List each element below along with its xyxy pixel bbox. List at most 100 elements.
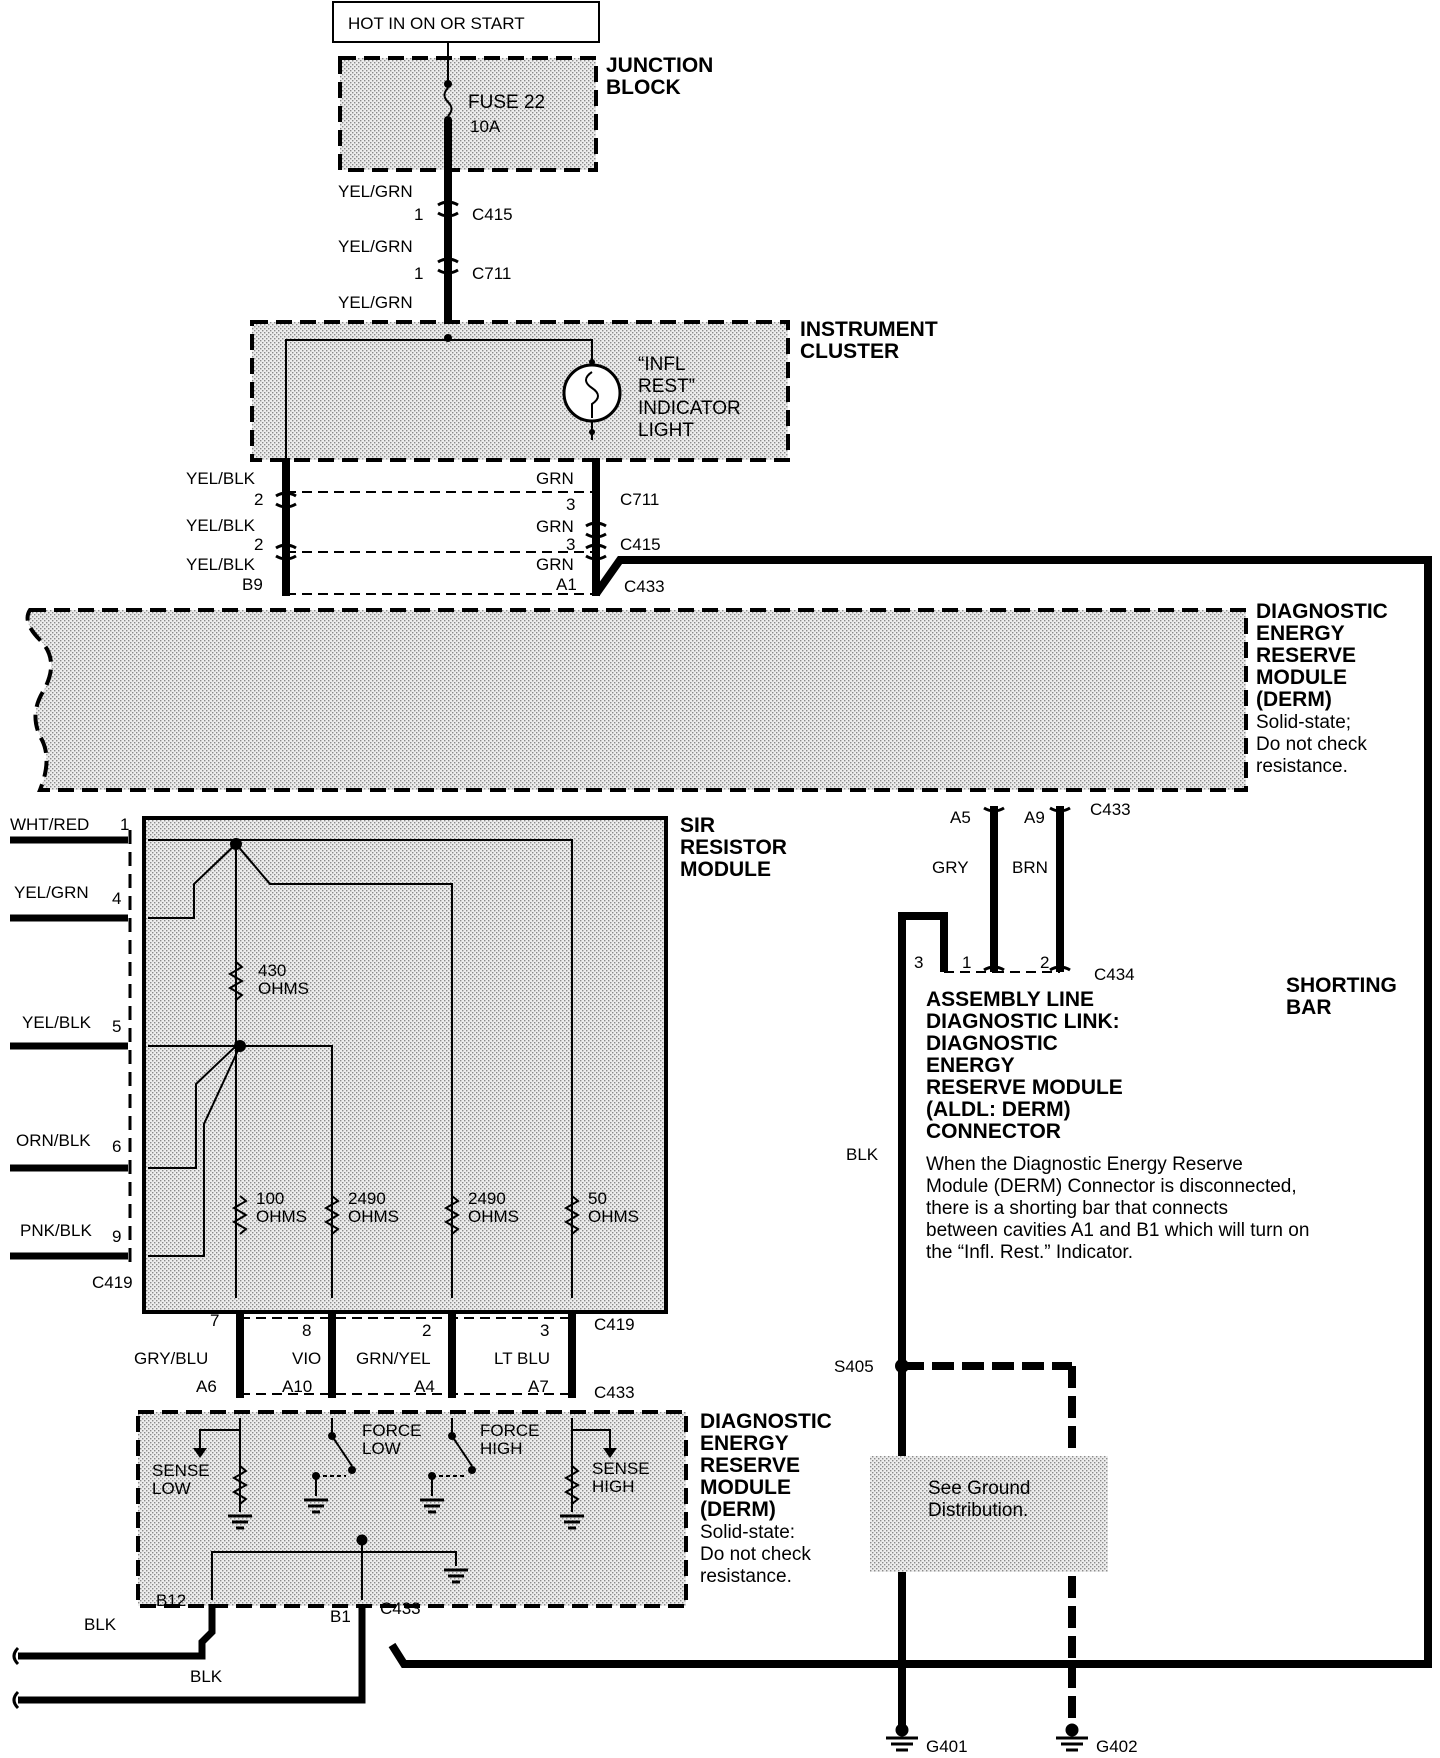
force-high-label: FORCE [480, 1421, 540, 1440]
fuse-icon [443, 42, 453, 124]
feed-wire-yel-grn: YEL/GRN 1 C415 YEL/GRN 1 C711 YEL/GRN [338, 120, 513, 338]
resistor-icons [228, 961, 580, 1235]
resistor-50-value: 50 [588, 1189, 607, 1208]
pin-sir-4: 4 [112, 889, 121, 908]
resistor-100-value: 100 [256, 1189, 284, 1208]
wire-label-wht-red: WHT/RED [10, 815, 89, 834]
derm-top-note-3: resistance. [1256, 756, 1348, 777]
pin-sir-7: 7 [210, 1311, 219, 1330]
sense-low-label-2: LOW [152, 1479, 191, 1498]
derm-top-title: DIAGNOSTIC [1256, 600, 1388, 623]
wire-label-yel-blk-2: YEL/BLK [186, 516, 256, 535]
aldl-note-5: the “Infl. Rest.” Indicator. [926, 1242, 1133, 1263]
power-source-label: HOT IN ON OR START [348, 14, 525, 33]
connector-c419-bottom: C419 [594, 1315, 635, 1334]
resistor-430-value: 430 [258, 961, 286, 980]
ground-g401: G401 [926, 1737, 968, 1756]
wire-label-yel-blk-3: YEL/BLK [186, 555, 256, 574]
aldl-description: ASSEMBLY LINE DIAGNOSTIC LINK: DIAGNOSTI… [926, 988, 1309, 1263]
derm-top-title-5: (DERM) [1256, 688, 1332, 711]
pin-left-1: 2 [254, 490, 263, 509]
aldl-note-2: Module (DERM) Connector is disconnected, [926, 1176, 1297, 1197]
derm-bottom-note-2: Do not check [700, 1544, 811, 1565]
junction-block-title-2: BLOCK [606, 76, 681, 99]
wire-label-grn-yel: GRN/YEL [356, 1349, 431, 1368]
derm-bottom-note-3: resistance. [700, 1566, 792, 1587]
wire-label-gry-blu: GRY/BLU [134, 1349, 208, 1368]
wire-label-gry: GRY [932, 858, 969, 877]
pin-c415-1: 1 [414, 205, 423, 224]
pin-a9: A9 [1024, 808, 1045, 827]
wire-label-yel-grn-2: YEL/GRN [338, 237, 413, 256]
wire-label-grn-3: GRN [536, 555, 574, 574]
splice-s405: S405 [834, 1357, 874, 1376]
derm-bottom-note-1: Solid-state: [700, 1522, 795, 1543]
aldl-title: ASSEMBLY LINE [926, 988, 1094, 1011]
connector-c415-mid: C415 [620, 535, 661, 554]
pin-sir-6: 6 [112, 1137, 121, 1156]
derm-bottom-title-3: RESERVE [700, 1454, 800, 1477]
ground-icons [228, 1498, 584, 1584]
pin-b1: B1 [330, 1607, 351, 1626]
pin-a10: A10 [282, 1377, 312, 1396]
derm-top-note-2: Do not check [1256, 734, 1367, 755]
connector-c433-bottom: C433 [594, 1383, 635, 1402]
aldl-title-5: RESERVE MODULE [926, 1076, 1123, 1099]
sense-low-label: SENSE [152, 1461, 210, 1480]
pin-sir-1: 1 [120, 815, 129, 834]
wire-label-blk-2: BLK [190, 1667, 223, 1686]
resistor-2490b-value: 2490 [468, 1189, 506, 1208]
sir-title-3: MODULE [680, 858, 771, 881]
derm-module-bottom: DIAGNOSTIC ENERGY RESERVE MODULE (DERM) … [136, 1410, 832, 1608]
pin-sir-5: 5 [112, 1017, 121, 1036]
pin-1: 1 [962, 953, 971, 972]
see-ground-note-2: Distribution. [928, 1500, 1028, 1521]
derm-resistor-icons [232, 1465, 580, 1505]
ground-g402: G402 [1096, 1737, 1138, 1756]
wire-label-orn-blk: ORN/BLK [16, 1131, 91, 1150]
aldl-title-2: DIAGNOSTIC LINK: [926, 1010, 1120, 1033]
derm-bottom-title-2: ENERGY [700, 1432, 789, 1455]
wire-label-pnk-blk: PNK/BLK [20, 1221, 92, 1240]
connector-c433-top: C433 [624, 577, 665, 596]
junction-block-title: JUNCTION [606, 54, 713, 77]
sir-output-wires: 7 8 2 3 C419 GRY/BLU VIO GRN/YEL LT BLU … [134, 1311, 635, 1402]
wire-label-yel-grn-1: YEL/GRN [338, 182, 413, 201]
wire-label-yel-grn-sir: YEL/GRN [14, 883, 89, 902]
resistor-430-unit: OHMS [258, 979, 309, 998]
pin-a6: A6 [196, 1377, 217, 1396]
instrument-cluster: INSTRUMENT CLUSTER “INFL REST” INDICATOR… [250, 318, 938, 462]
wire-label-lt-blu: LT BLU [494, 1349, 550, 1368]
pin-left-2: 2 [254, 535, 263, 554]
pin-sir-8: 8 [302, 1321, 311, 1340]
connector-c434: C434 [1094, 965, 1135, 984]
shorting-bar-label-2: BAR [1286, 996, 1332, 1019]
wire-label-yel-blk-1: YEL/BLK [186, 469, 256, 488]
resistor-2490a-unit: OHMS [348, 1207, 399, 1226]
pin-a7: A7 [528, 1377, 549, 1396]
resistor-2490a-value: 2490 [348, 1189, 386, 1208]
sense-arrows [193, 1448, 617, 1458]
switch-icons [312, 1432, 476, 1480]
lamp-label-4: LIGHT [638, 420, 694, 441]
shorting-bar-label: SHORTING [1286, 974, 1397, 997]
lamp-label-1: “INFL [638, 354, 686, 375]
pin-2: 2 [1040, 953, 1049, 972]
connector-c433-ground: C433 [380, 1599, 421, 1618]
wire-label-grn-2: GRN [536, 517, 574, 536]
instrument-cluster-title-2: CLUSTER [800, 340, 899, 363]
pin-b12: B12 [156, 1591, 186, 1610]
wire-label-blk-1: BLK [84, 1615, 117, 1634]
pin-right-a1: A1 [556, 575, 577, 594]
pin-sir-3: 3 [540, 1321, 549, 1340]
see-ground-note: See Ground [928, 1478, 1030, 1499]
aldl-note-4: between cavities A1 and B1 which will tu… [926, 1220, 1309, 1241]
pin-right-2: 3 [566, 535, 575, 554]
ground-wires: B12 B1 C433 BLK BLK S405 See Ground Dist… [12, 1357, 1138, 1756]
derm-top-title-4: MODULE [1256, 666, 1347, 689]
connector-c419-left: C419 [92, 1273, 133, 1292]
sense-high-label-2: HIGH [592, 1477, 635, 1496]
connector-c711-top: C711 [472, 264, 511, 283]
wire-label-brn: BRN [1012, 858, 1048, 877]
